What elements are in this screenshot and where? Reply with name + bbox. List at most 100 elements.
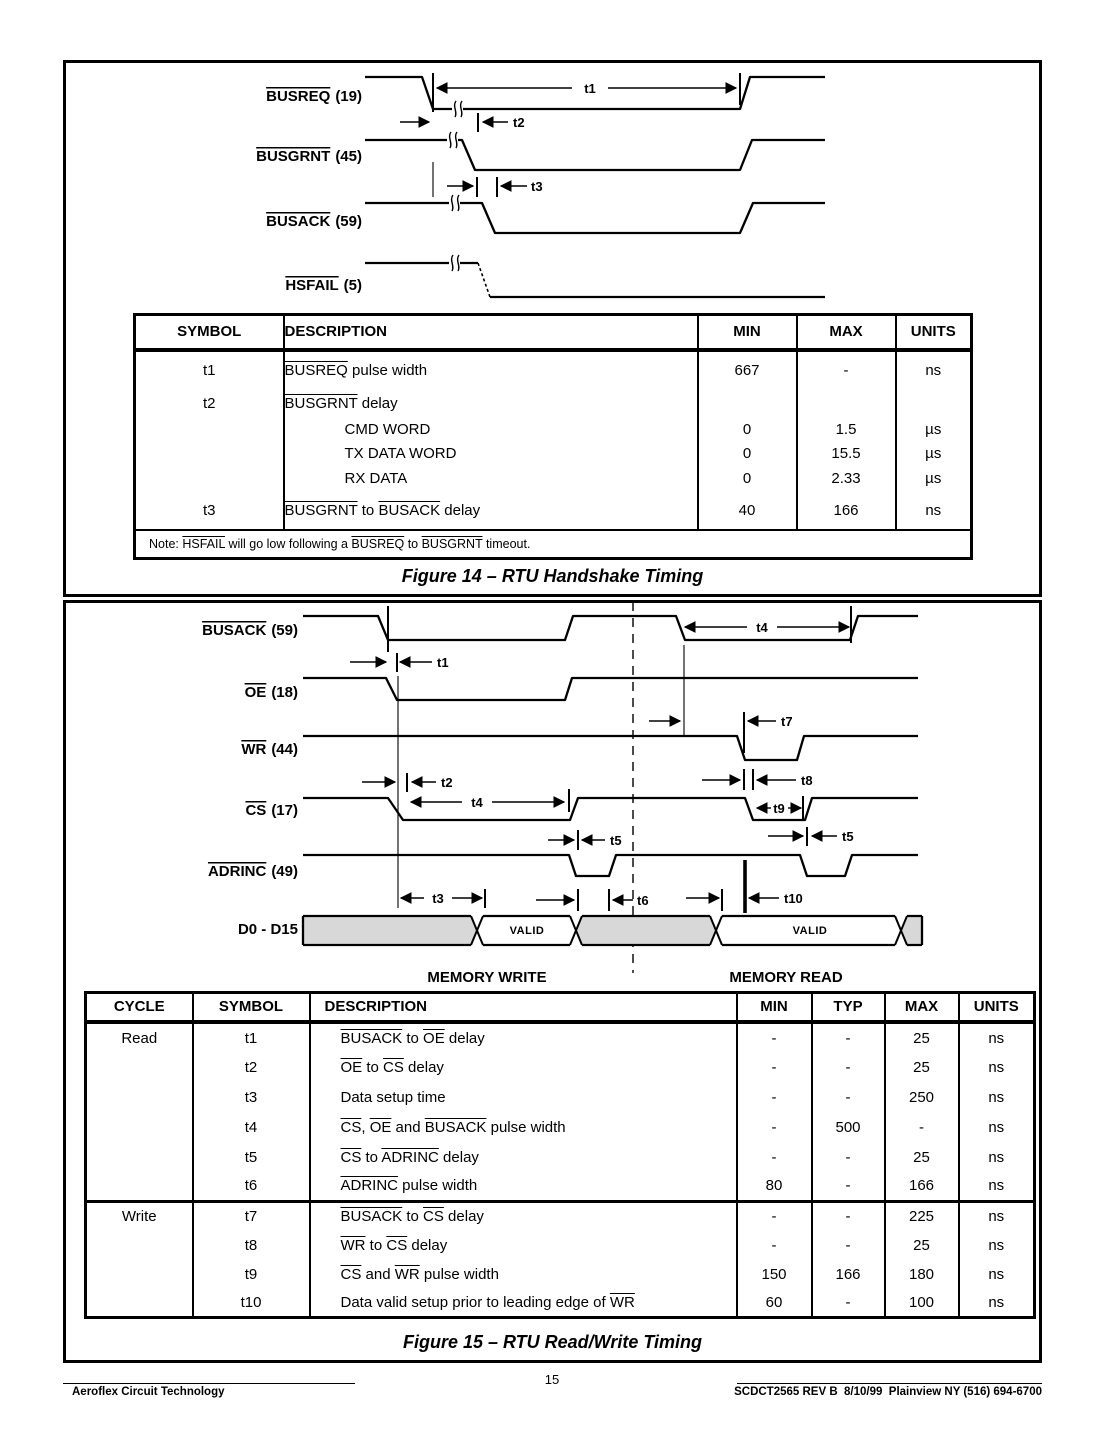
signal-label-oe: OE(18) bbox=[245, 684, 298, 701]
header-min: MIN bbox=[735, 992, 812, 1024]
units-cell: ns bbox=[957, 1171, 1035, 1202]
cycle-cell bbox=[86, 1260, 193, 1289]
timing-label-t3: t3 bbox=[531, 179, 543, 194]
t10-annotation: t10 bbox=[686, 891, 803, 906]
read-write-timing-table: CYCLE SYMBOL DESCRIPTION MIN TYP MAX UNI… bbox=[84, 991, 1036, 1319]
header-symbol: SYMBOL bbox=[134, 314, 284, 352]
description-cell: BUSACK to OE delay bbox=[308, 1021, 737, 1053]
signal-label-busgrnt: BUSGRNT(45) bbox=[256, 148, 362, 165]
cycle-cell bbox=[86, 1172, 193, 1202]
figure15-border bbox=[63, 600, 1042, 1363]
t3-annotation: t3 bbox=[399, 890, 484, 906]
symbol-cell: t2 bbox=[202, 395, 216, 412]
wr-waveform bbox=[303, 734, 918, 762]
header-description: DESCRIPTION bbox=[308, 992, 737, 1024]
max-cell: 180 bbox=[883, 1259, 959, 1289]
cycle-cell bbox=[86, 1053, 193, 1083]
max-cell: - bbox=[883, 1111, 959, 1143]
t4-busack-annotation: t4 bbox=[683, 619, 851, 635]
description-cell: OE to CS delay bbox=[308, 1052, 737, 1083]
typ-cell: - bbox=[810, 1171, 885, 1202]
min-cell: - bbox=[735, 1111, 812, 1143]
max-cell: - bbox=[795, 349, 896, 390]
min-cell: 0 bbox=[696, 441, 797, 466]
figure14-caption: Figure 14 – RTU Handshake Timing bbox=[401, 566, 704, 586]
busack-waveform bbox=[303, 614, 918, 642]
timing-label-t6: t6 bbox=[637, 893, 649, 908]
symbol-cell: t5 bbox=[191, 1142, 310, 1172]
min-cell: 0 bbox=[696, 465, 797, 492]
signal-label-cs: CS(17) bbox=[245, 802, 298, 819]
timing-label-t4b: t4 bbox=[471, 795, 483, 810]
header-cycle: CYCLE bbox=[85, 992, 193, 1024]
symbol-cell: t1 bbox=[202, 362, 216, 379]
signal-label-busack: BUSACK(59) bbox=[266, 213, 362, 230]
t6-annotation: t6 bbox=[536, 893, 649, 908]
header-symbol: SYMBOL bbox=[191, 992, 310, 1024]
note-text: Note: HSFAIL will go low following a BUS… bbox=[134, 528, 972, 559]
timing-label-t2: t2 bbox=[441, 775, 453, 790]
units-cell: ns bbox=[894, 491, 972, 530]
symbol-cell bbox=[135, 418, 284, 442]
timing-label-t10: t10 bbox=[784, 891, 803, 906]
description-cell: BUSACK to CS delay bbox=[308, 1200, 737, 1231]
t3-annotation: t3 bbox=[447, 179, 543, 194]
t2-annotation: t2 bbox=[362, 775, 453, 790]
symbol-cell: t8 bbox=[191, 1230, 310, 1260]
description-cell: RX DATA bbox=[282, 465, 698, 492]
min-cell: - bbox=[735, 1142, 812, 1172]
symbol-cell: t4 bbox=[191, 1111, 310, 1143]
max-cell: 25 bbox=[883, 1021, 959, 1053]
oe-waveform bbox=[303, 676, 918, 702]
typ-cell: - bbox=[810, 1052, 885, 1083]
units-cell: µs bbox=[894, 465, 972, 492]
signal-label-hsfail: HSFAIL(5) bbox=[285, 277, 362, 294]
max-cell: 250 bbox=[883, 1082, 959, 1112]
adrinc-waveform bbox=[303, 853, 918, 878]
line-break-marks bbox=[447, 100, 463, 272]
typ-cell: - bbox=[810, 1082, 885, 1112]
header-units: UNITS bbox=[957, 992, 1035, 1024]
t1-annotation: t1 bbox=[435, 79, 738, 96]
min-cell: - bbox=[735, 1021, 812, 1053]
min-cell: - bbox=[735, 1200, 812, 1231]
max-cell: 25 bbox=[883, 1142, 959, 1172]
symbol-cell bbox=[135, 442, 284, 466]
header-description: DESCRIPTION bbox=[282, 314, 698, 352]
typ-cell: - bbox=[810, 1200, 885, 1231]
cycle-cell bbox=[86, 1289, 193, 1318]
symbol-cell: t7 bbox=[191, 1200, 310, 1231]
timing-label-t1: t1 bbox=[437, 655, 449, 670]
units-cell: µs bbox=[894, 417, 972, 442]
description-cell: BUSGRNT to BUSACK delay bbox=[282, 491, 698, 530]
symbol-cell: t6 bbox=[191, 1171, 310, 1202]
units-cell: ns bbox=[957, 1111, 1035, 1143]
max-cell: 2.33 bbox=[795, 465, 896, 492]
min-cell: 150 bbox=[735, 1259, 812, 1289]
table-header-row: SYMBOL DESCRIPTION MIN MAX UNITS bbox=[134, 314, 972, 352]
hsfail-waveform bbox=[365, 261, 825, 299]
timing-label-t7: t7 bbox=[781, 714, 793, 729]
cycle-cell bbox=[86, 1143, 193, 1172]
description-cell: Data setup time bbox=[308, 1082, 737, 1112]
units-cell: ns bbox=[957, 1052, 1035, 1083]
symbol-cell: t3 bbox=[202, 501, 216, 519]
description-cell: CS, OE and BUSACK pulse width bbox=[308, 1111, 737, 1143]
t1-annotation: t1 bbox=[350, 655, 449, 670]
min-cell: 40 bbox=[696, 491, 797, 530]
timing-label-t5b: t5 bbox=[842, 829, 854, 844]
description-cell: CMD WORD bbox=[282, 417, 698, 442]
busgrnt-waveform bbox=[365, 138, 825, 172]
t8-annotation: t8 bbox=[702, 773, 813, 788]
timing-label-t2: t2 bbox=[513, 115, 525, 130]
footer-doc-info: SCDCT2565 REV B 8/10/99 Plainview NY (51… bbox=[734, 1386, 1042, 1398]
